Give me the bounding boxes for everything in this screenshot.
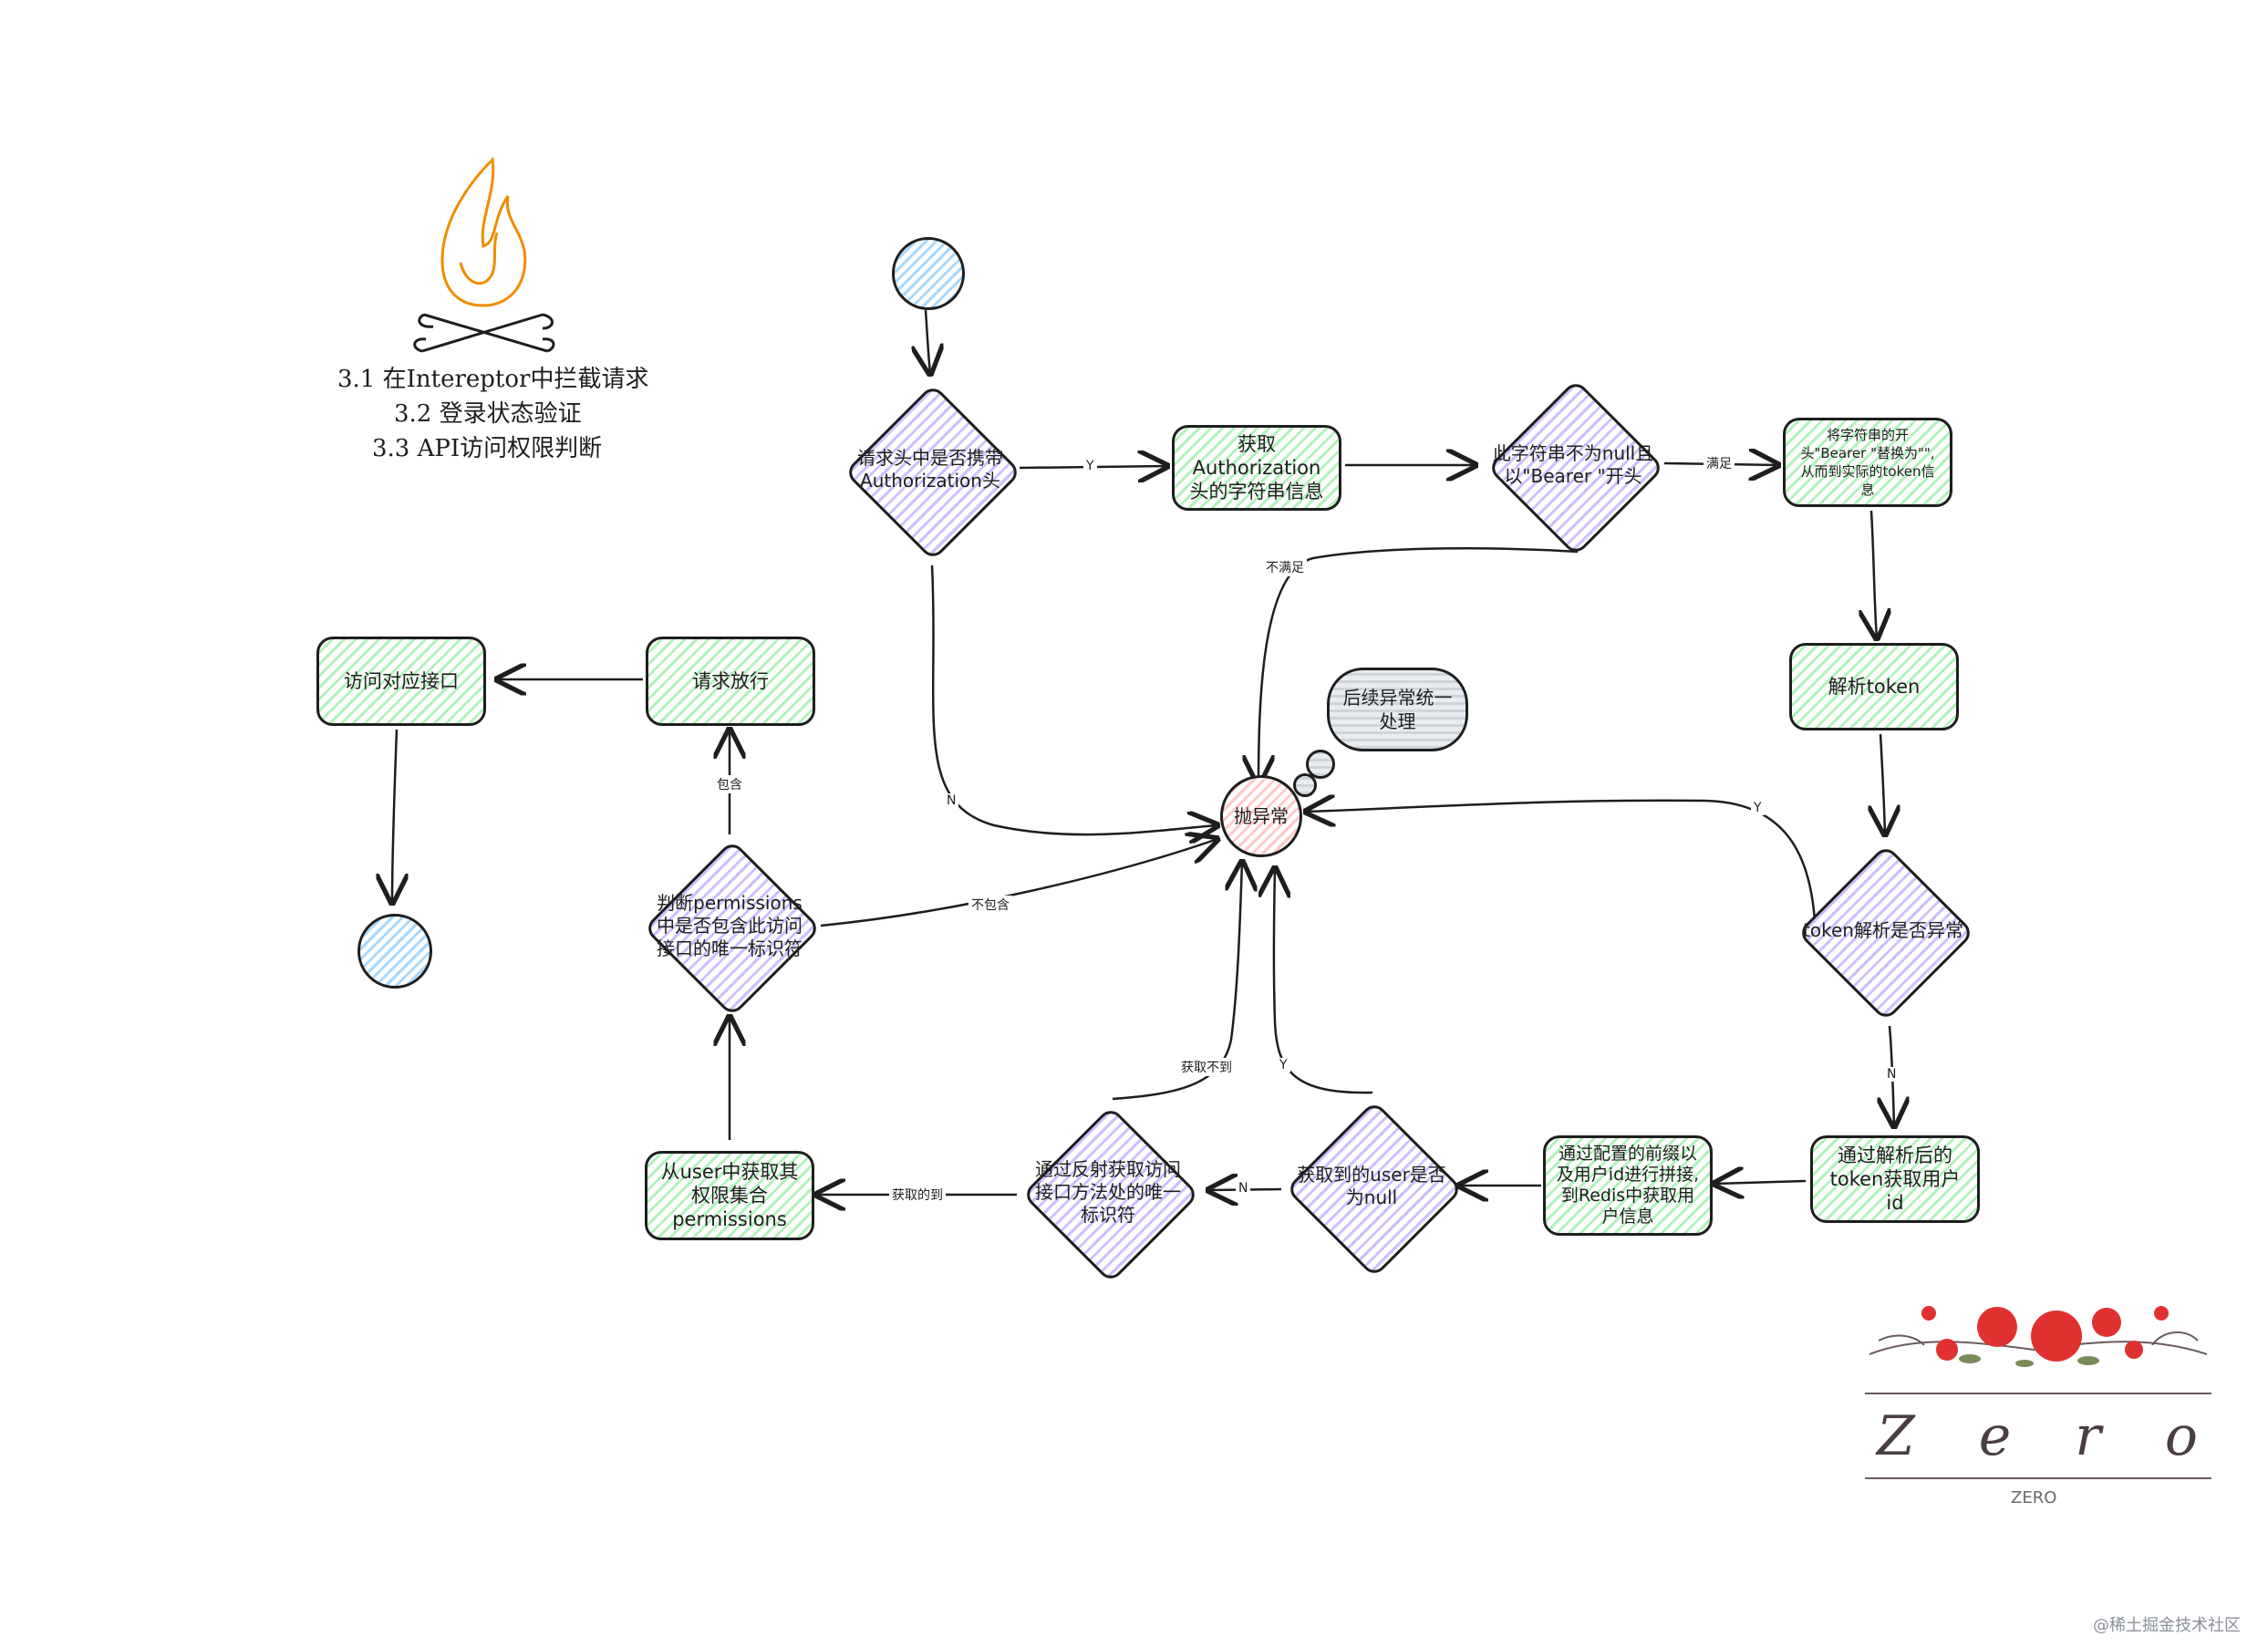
edge-parse-to-tokenerr bbox=[1880, 733, 1885, 834]
title-line-2: 3.2 登录状态验证 bbox=[394, 400, 582, 428]
edge-label-yes1: Y bbox=[1083, 459, 1097, 473]
process-get-permissions: 从user中获取其权限集合permissions bbox=[645, 1151, 814, 1240]
process-allow-request: 请求放行 bbox=[646, 637, 815, 726]
process-parse-token-label: 解析token bbox=[1828, 676, 1921, 698]
process-get-auth-string: 获取Authorization头的字符串信息 bbox=[1172, 425, 1341, 511]
decision-auth-header-label: 请求头中是否携带Authorization头 bbox=[857, 447, 1003, 492]
edge-tokenerr-y-to-throw bbox=[1306, 801, 1817, 922]
process-get-permissions-label: 从user中获取其权限集合permissions bbox=[660, 1161, 799, 1230]
start-node bbox=[892, 237, 965, 310]
logo-sub: ZERO bbox=[2011, 1488, 2057, 1507]
edge-check-n-to-throw bbox=[930, 565, 1217, 834]
edge-label-not-contains: 不包含 bbox=[968, 896, 1012, 914]
process-get-user-id: 通过解析后的token获取用户id bbox=[1810, 1135, 1980, 1223]
edge-label-not-got: 获取不到 bbox=[1178, 1058, 1235, 1076]
note-cloud: 后续异常统一处理 bbox=[1327, 668, 1468, 751]
decision-permissions-label: 判断permissions中是否包含此访问接口的唯一标识符 bbox=[657, 891, 803, 959]
decision-permissions: 判断permissions中是否包含此访问接口的唯一标识符 bbox=[643, 839, 822, 1018]
edge-label-not-satisfied: 不满足 bbox=[1263, 558, 1307, 576]
title-line-3: 3.3 API访问权限判断 bbox=[372, 435, 603, 462]
title-line-1: 3.1 在Intereptor中拦截请求 bbox=[337, 366, 649, 393]
process-get-redis-user: 通过配置的前缀以及用户id进行拼接,到Redis中获取用户信息 bbox=[1543, 1135, 1713, 1236]
throw-exception-label: 抛异常 bbox=[1234, 805, 1289, 827]
edge-userid-to-redis bbox=[1714, 1181, 1807, 1184]
note-cloud-label: 后续异常统一处理 bbox=[1342, 687, 1453, 732]
watermark: @稀土掘金技术社区 bbox=[2093, 1616, 2241, 1635]
edge-label-yes-user: Y bbox=[1277, 1058, 1290, 1072]
roses-icon bbox=[1869, 1306, 2208, 1367]
decision-token-error: token解析是否异常 bbox=[1797, 844, 1975, 1022]
logo-rule-bottom bbox=[1865, 1477, 2211, 1479]
edge-user-y-to-throw bbox=[1274, 868, 1373, 1094]
edge-label-yes-token: Y bbox=[1751, 801, 1765, 815]
process-get-user-id-label: 通过解析后的token获取用户id bbox=[1829, 1145, 1961, 1214]
thought-bubble-medium bbox=[1306, 750, 1335, 779]
edge-label-no1: N bbox=[944, 793, 959, 808]
process-parse-token: 解析token bbox=[1789, 643, 1959, 730]
decision-token-error-label: token解析是否异常 bbox=[1803, 918, 1963, 941]
edge-label-got: 获取的到 bbox=[889, 1186, 946, 1204]
decision-bearer: 此字符串不为null且以"Bearer "开头 bbox=[1486, 378, 1665, 557]
decision-bearer-label: 此字符串不为null且以"Bearer "开头 bbox=[1492, 442, 1654, 487]
decision-reflect-id-label: 通过反射获取访问接口方法处的唯一标识符 bbox=[1035, 1157, 1181, 1226]
throw-exception-node: 抛异常 bbox=[1220, 775, 1302, 857]
edge-bearer-no-to-throw bbox=[1258, 547, 1579, 784]
decision-reflect-id: 通过反射获取访问接口方法处的唯一标识符 bbox=[1021, 1105, 1200, 1284]
edge-access-to-end bbox=[392, 729, 397, 903]
thought-bubble-small bbox=[1293, 773, 1317, 797]
edge-strip-to-parse bbox=[1871, 510, 1877, 638]
process-strip-bearer-label: 将字符串的开头"Bearer "替换为"",从而到实际的token信息 bbox=[1800, 427, 1935, 498]
edge-check-notcontain-to-throw bbox=[820, 839, 1217, 927]
logo-rule-top bbox=[1865, 1393, 2211, 1394]
campfire-icon bbox=[413, 156, 555, 353]
process-access-api-label: 访问对应接口 bbox=[344, 670, 459, 692]
process-get-redis-user-label: 通过配置的前缀以及用户id进行拼接,到Redis中获取用户信息 bbox=[1556, 1144, 1700, 1227]
end-node bbox=[357, 914, 432, 989]
process-allow-request-label: 请求放行 bbox=[692, 670, 769, 692]
process-strip-bearer: 将字符串的开头"Bearer "替换为"",从而到实际的token信息 bbox=[1783, 418, 1952, 507]
decision-auth-header: 请求头中是否携带Authorization头 bbox=[844, 383, 1022, 562]
edge-label-no-token: N bbox=[1884, 1067, 1900, 1082]
edge-reflect-notgot-to-throw bbox=[1112, 862, 1242, 1101]
decision-user-null: 获取到的user是否为null bbox=[1284, 1099, 1464, 1279]
edge-label-satisfied: 满足 bbox=[1704, 454, 1735, 472]
decision-user-null-label: 获取到的user是否为null bbox=[1297, 1164, 1446, 1208]
edge-label-no-user: N bbox=[1236, 1181, 1251, 1196]
logo-brand: Zero bbox=[1877, 1404, 2263, 1468]
edge-label-contains: 包含 bbox=[714, 775, 745, 793]
edge-start-to-check bbox=[926, 309, 930, 374]
process-get-auth-string-label: 获取Authorization头的字符串信息 bbox=[1189, 433, 1324, 502]
process-access-api: 访问对应接口 bbox=[316, 637, 486, 726]
